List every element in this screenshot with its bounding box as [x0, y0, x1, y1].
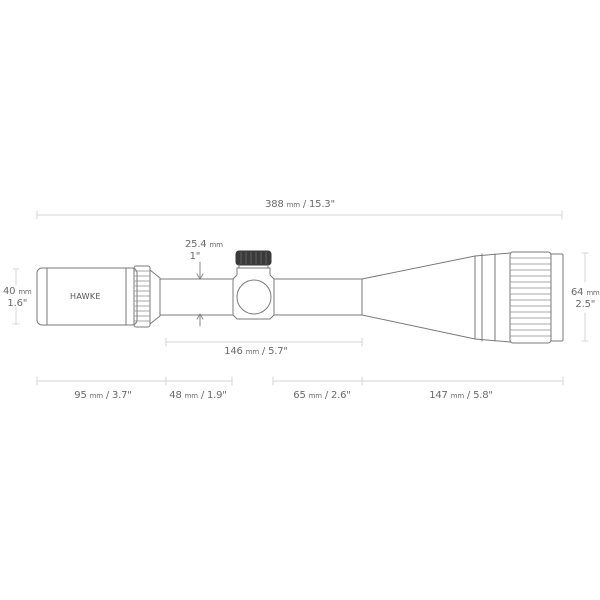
brand-logo: HAWKE	[70, 292, 101, 301]
objective-focus-ring	[509, 251, 552, 344]
mounting-length-dimension-line	[165, 337, 363, 347]
mounting-length-label: 146 mm / 5.7"	[224, 346, 288, 357]
tube-diameter-label: 25.4 mm 1"	[185, 239, 223, 262]
objective-diameter-dimension-line	[581, 252, 589, 342]
objective-knurling	[509, 257, 552, 337]
segment-label-eyepiece: 95 mm / 3.7"	[74, 390, 132, 401]
scope-outline	[36, 250, 564, 344]
overall-length-dimension-line	[36, 210, 563, 220]
overall-length-label: 388 mm / 15.3"	[265, 199, 335, 210]
objective-diameter-label: 64 mm 2.5"	[571, 287, 600, 310]
segment-label-rear-tube: 65 mm / 2.6"	[293, 390, 351, 401]
segment-label-objective: 147 mm / 5.8"	[429, 390, 493, 401]
eyepiece-body	[36, 267, 138, 326]
eyepiece-diameter-label: 40 mm 1.6"	[3, 286, 32, 309]
eyepiece-diameter-dimension-line	[12, 268, 20, 325]
segment-label-front-tube: 48 mm / 1.9"	[169, 390, 227, 401]
objective-end	[550, 253, 564, 342]
tube-diameter-arrows	[196, 261, 204, 327]
diopter-ring	[133, 265, 151, 328]
parallax-turret-side	[236, 279, 272, 315]
segment-dimension-lines	[36, 376, 564, 386]
diopter-knurling	[133, 270, 151, 322]
elevation-turret-cap	[235, 250, 272, 266]
turret-saddle	[232, 267, 275, 320]
